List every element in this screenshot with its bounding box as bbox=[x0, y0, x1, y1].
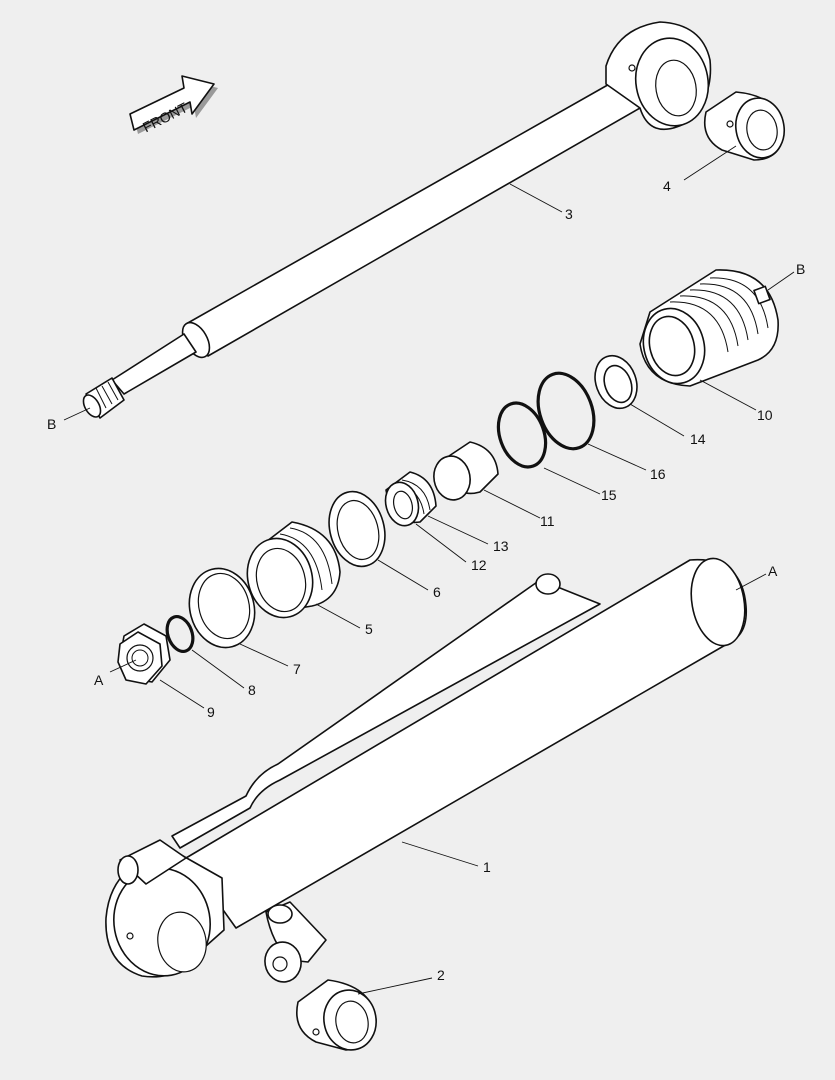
callout-10: 10 bbox=[757, 407, 773, 423]
callout-2: 2 bbox=[437, 967, 445, 983]
o-ring-16 bbox=[536, 371, 596, 451]
o-ring-8 bbox=[165, 614, 195, 654]
seal-14 bbox=[594, 354, 638, 410]
piston-5 bbox=[246, 521, 341, 619]
base-bushing bbox=[296, 979, 377, 1051]
callout-labels: 1 2 3 4 5 6 7 8 9 10 11 12 13 14 15 16 A… bbox=[47, 178, 805, 983]
callout-16: 16 bbox=[650, 466, 666, 482]
leader-lines bbox=[63, 145, 795, 995]
ref-a-left: A bbox=[94, 672, 104, 688]
ring-7 bbox=[188, 567, 256, 649]
front-arrow: FRONT bbox=[129, 75, 218, 135]
ref-b-left: B bbox=[47, 416, 56, 432]
callout-13: 13 bbox=[493, 538, 509, 554]
callout-11: 11 bbox=[540, 513, 555, 529]
ref-b-right: B bbox=[796, 261, 805, 277]
callout-9: 9 bbox=[207, 704, 215, 720]
rod-bushing bbox=[703, 91, 786, 161]
collar-11 bbox=[433, 441, 499, 501]
callout-1: 1 bbox=[483, 859, 491, 875]
cylinder-tube bbox=[105, 557, 748, 983]
callout-3: 3 bbox=[565, 206, 573, 222]
callout-7: 7 bbox=[293, 661, 301, 677]
callout-14: 14 bbox=[690, 431, 706, 447]
piston-rod bbox=[82, 21, 712, 419]
callout-6: 6 bbox=[433, 584, 441, 600]
callout-15: 15 bbox=[601, 487, 617, 503]
nut-13 bbox=[384, 471, 437, 527]
cylinder-head bbox=[639, 269, 779, 387]
nut-9 bbox=[117, 623, 171, 685]
wear-ring-6 bbox=[328, 490, 386, 568]
callout-5: 5 bbox=[365, 621, 373, 637]
ref-a-right: A bbox=[768, 563, 778, 579]
o-ring-15 bbox=[496, 401, 548, 469]
callout-12: 12 bbox=[471, 557, 487, 573]
callout-8: 8 bbox=[248, 682, 256, 698]
callout-4: 4 bbox=[663, 178, 671, 194]
